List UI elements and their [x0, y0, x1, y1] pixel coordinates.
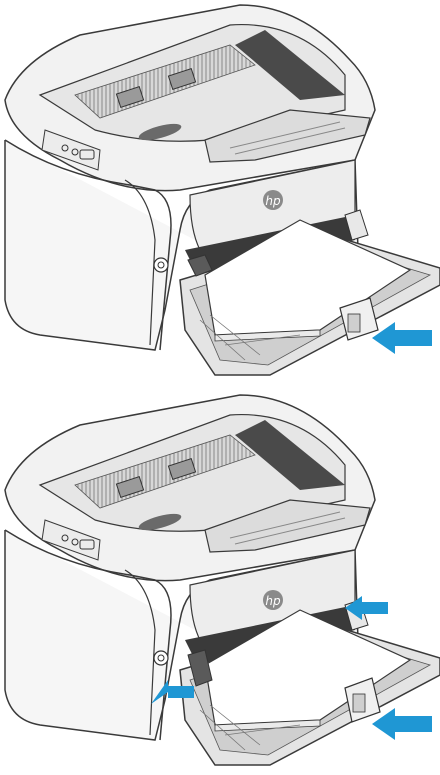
printer-illustration-step-2: hp [0, 390, 440, 775]
svg-text:hp: hp [265, 194, 281, 208]
hp-logo-icon: hp [263, 190, 283, 210]
power-button-icon [154, 258, 168, 272]
power-button-icon [154, 651, 168, 665]
printer-drawing: hp [0, 0, 440, 385]
hp-logo-icon: hp [263, 590, 283, 610]
arrow-push-rear-guide [372, 708, 432, 740]
svg-text:hp: hp [265, 594, 281, 608]
arrow-push-rear-guide [372, 322, 432, 354]
printer-drawing: hp [0, 390, 440, 775]
printer-illustration-step-1: hp [0, 0, 440, 385]
